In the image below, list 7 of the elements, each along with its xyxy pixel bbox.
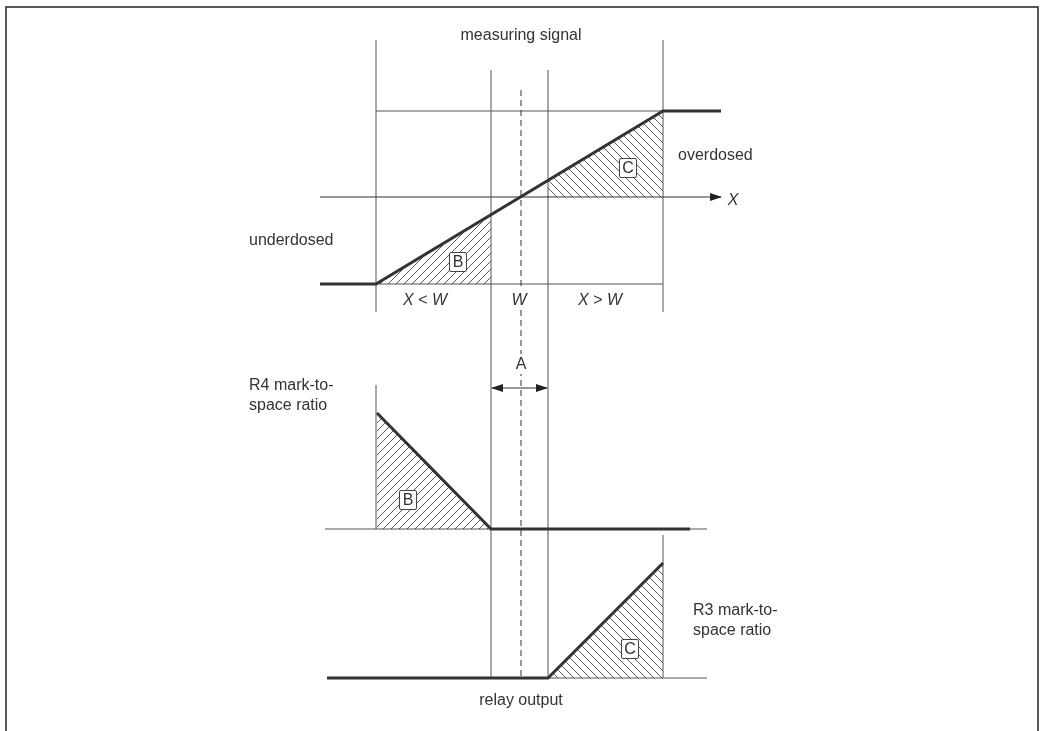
annotation-text: relay output <box>478 690 564 710</box>
region-marker: C <box>621 639 639 659</box>
annotation-text: A <box>514 354 528 374</box>
region-marker: B <box>399 490 417 510</box>
region-marker: C <box>619 158 637 178</box>
region-marker: B <box>449 252 467 272</box>
annotation-text: measuring signal <box>459 25 583 45</box>
